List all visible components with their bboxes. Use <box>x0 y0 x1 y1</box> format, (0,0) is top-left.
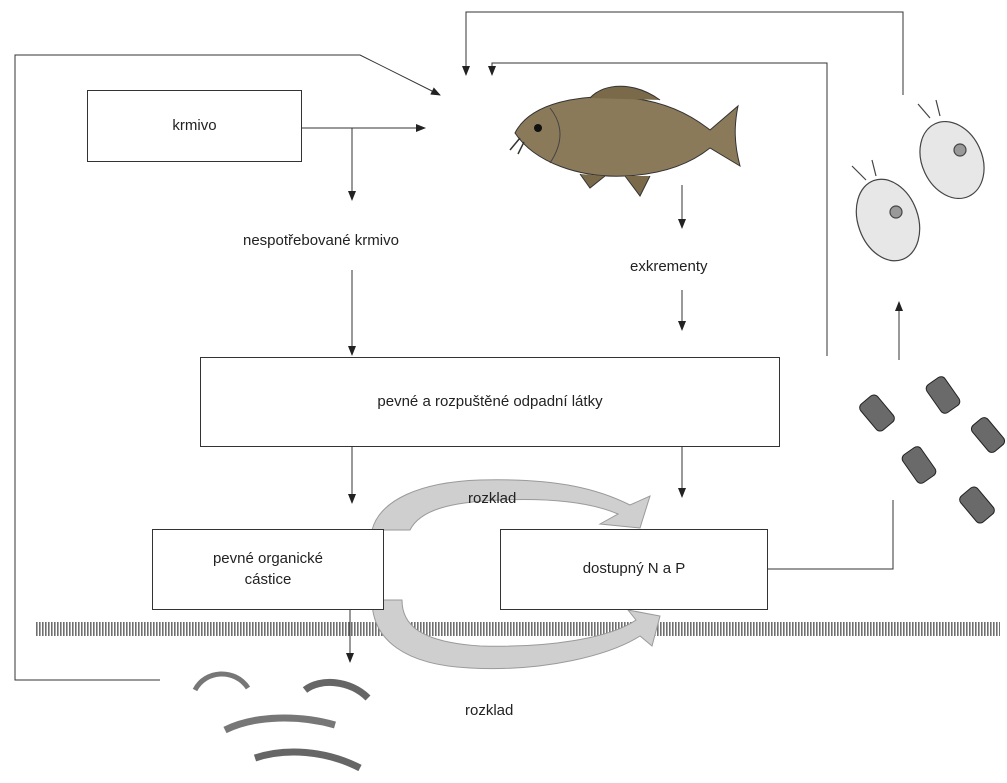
unused-feed-label: nespotřebované krmivo <box>243 232 399 249</box>
organic-particles-box: pevné organické cástice <box>152 529 384 610</box>
available-np-label: dostupný N a P <box>583 559 686 579</box>
carp-fish-illustration <box>510 86 740 196</box>
organic-particles-label: pevné organické cástice <box>213 549 323 590</box>
waste-box: pevné a rozpuštěné odpadní látky <box>200 357 780 447</box>
zooplankton-to-fish-line <box>466 12 903 95</box>
algae-illustration <box>858 375 1007 525</box>
sediment-layer <box>35 622 1000 636</box>
available-np-box: dostupný N a P <box>500 529 768 610</box>
decomposition-top-label: rozklad <box>468 490 516 507</box>
waste-label: pevné a rozpuštěné odpadní látky <box>377 392 602 412</box>
larvae-illustration <box>195 674 368 768</box>
np-to-algae-line <box>768 500 893 569</box>
feed-box: krmivo <box>87 90 302 162</box>
daphnia-illustration <box>845 100 996 270</box>
feed-label: krmivo <box>172 116 216 136</box>
decomposition-bottom-label: rozklad <box>465 702 513 719</box>
excrement-label: exkrementy <box>630 258 708 275</box>
